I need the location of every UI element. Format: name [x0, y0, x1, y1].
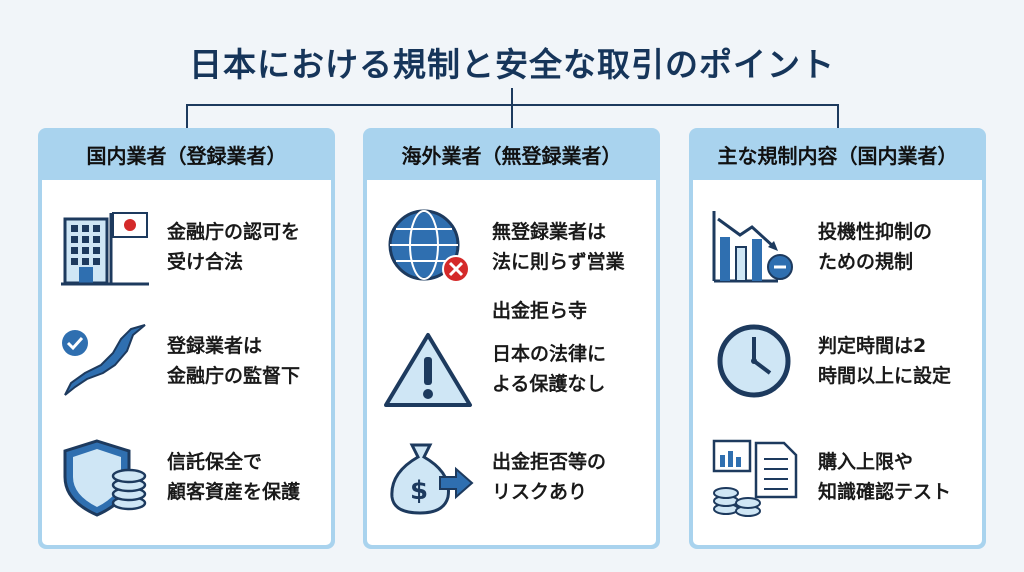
- declining-chart-icon: [693, 207, 818, 287]
- connector: [186, 104, 839, 106]
- list-item: 無登録業者は法に則らず営業: [367, 202, 656, 292]
- item-text: 信託保全で: [167, 451, 263, 473]
- item-caption: 出金拒ら寺: [492, 300, 588, 322]
- list-item: 金融庁の認可を受け合法: [42, 202, 331, 292]
- connector: [511, 88, 513, 128]
- item-text: リスクあり: [492, 481, 588, 503]
- column-body: 無登録業者は法に則らず営業出金拒ら寺日本の法律による保護なし$出金拒否等のリスク…: [367, 180, 656, 545]
- item-text: よる保護なし: [492, 373, 606, 395]
- warning-icon: [367, 329, 492, 409]
- page-title: 日本における規制と安全な取引のポイント: [189, 45, 835, 84]
- column-body: 投機性抑制のための規制判定時間は2 時間以上に設定購入上限や知識確認テスト: [693, 180, 982, 545]
- column-header: 主な規制内容（国内業者）: [717, 143, 958, 168]
- globe-x-icon: [367, 207, 492, 287]
- item-text: 時間以上に設定: [818, 365, 952, 387]
- column-body: 金融庁の認可を受け合法登録業者は金融庁の監督下信託保全で顧客資産を保護: [42, 180, 331, 545]
- item-text: 金融庁の監督下: [167, 365, 301, 387]
- column-1: 海外業者（無登録業者）無登録業者は法に則らず営業出金拒ら寺日本の法律による保護な…: [363, 128, 660, 549]
- item-text: 金融庁の認可を: [167, 221, 301, 243]
- item-text: 購入上限や: [818, 451, 914, 473]
- item-text: 判定時間は2: [818, 335, 927, 357]
- item-text: 受け合法: [167, 251, 244, 273]
- item-text: 投機性抑制の: [818, 221, 933, 243]
- building-flag-icon: [42, 207, 167, 287]
- item-text: 無登録業者は: [492, 221, 607, 243]
- item-text: 出金拒否等の: [492, 451, 607, 473]
- list-item: 判定時間は2 時間以上に設定: [693, 316, 982, 406]
- column-0: 国内業者（登録業者） 金融庁の認可を受け合法登録業者は金融庁の監督下信託保全で顧客…: [38, 128, 335, 549]
- list-item: 投機性抑制のための規制: [693, 202, 982, 292]
- connector: [186, 104, 188, 128]
- item-text: 法に則らず営業: [492, 251, 625, 273]
- clock-icon: [693, 321, 818, 401]
- list-item: 信託保全で顧客資産を保護: [42, 432, 331, 522]
- money-bag-arrow-icon: $: [367, 437, 492, 517]
- list-item: $ 出金拒否等のリスクあり: [367, 432, 656, 522]
- item-text: 登録業者は: [167, 335, 263, 357]
- svg-text:$: $: [410, 476, 428, 506]
- item-text: 顧客資産を保護: [167, 481, 301, 503]
- list-item: 日本の法律による保護なし: [367, 324, 656, 414]
- connector: [837, 104, 839, 128]
- list-item: 登録業者は金融庁の監督下: [42, 316, 331, 406]
- item-text: 知識確認テスト: [818, 481, 952, 503]
- item-text: 日本の法律に: [492, 343, 607, 365]
- report-coins-icon: [693, 437, 818, 517]
- japan-map-check-icon: [42, 321, 167, 401]
- shield-coins-icon: [42, 437, 167, 517]
- column-header: 国内業者（登録業者）: [86, 143, 287, 168]
- column-header: 海外業者（無登録業者）: [401, 143, 622, 168]
- list-item: 購入上限や知識確認テスト: [693, 432, 982, 522]
- item-text: ための規制: [818, 251, 914, 273]
